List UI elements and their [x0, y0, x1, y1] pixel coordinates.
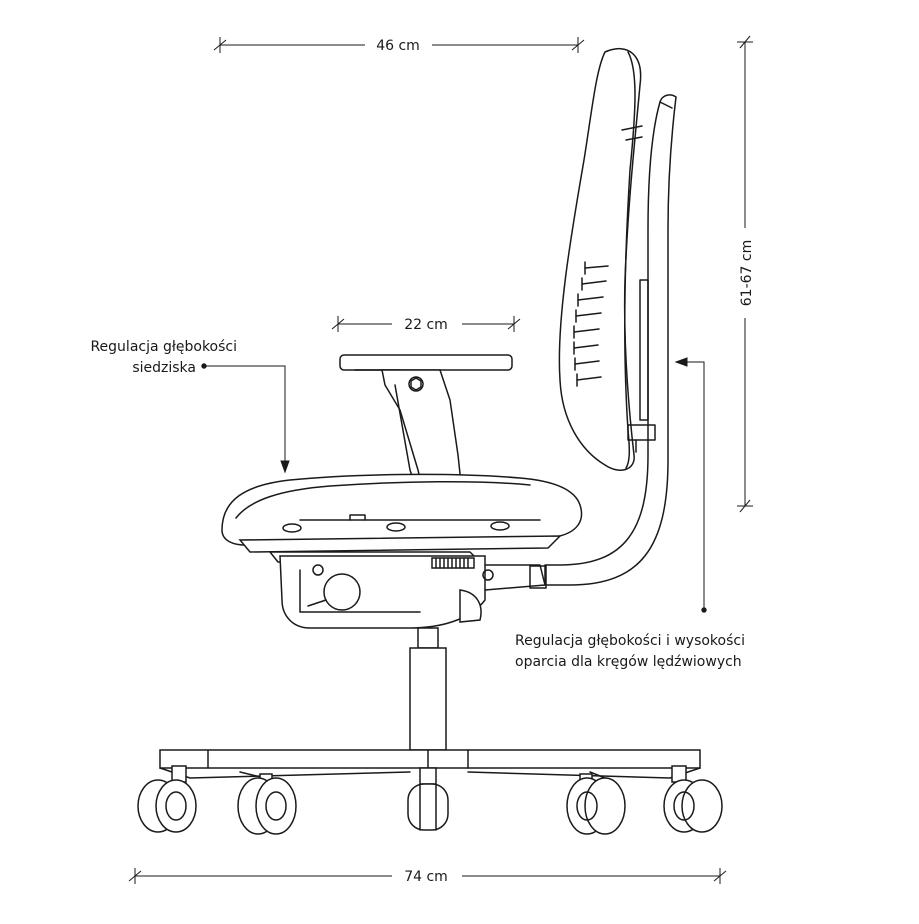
caster-left-inner [237, 773, 297, 835]
caster-center [407, 767, 449, 831]
dimension-label-backrest-depth: 46 cm [376, 38, 420, 54]
annotation-seat-depth: Regulacja głębokości siedziska [90, 339, 290, 474]
annotation-lumbar: Regulacja głębokości i wysokości oparcia… [515, 357, 745, 670]
lumbar-adjuster [639, 279, 649, 421]
annotation-lumbar-line1: Regulacja głębokości i wysokości [515, 633, 745, 649]
annotation-lumbar-line2: oparcia dla kręgów lędźwiowych [515, 654, 742, 670]
gas-lift-sleeve [417, 627, 439, 649]
gas-lift-cylinder [409, 647, 447, 751]
chair-base [159, 749, 701, 769]
backrest-frame [544, 94, 677, 586]
dimension-label-base-width: 74 cm [404, 869, 448, 885]
annotation-seat-depth-line1: Regulacja głębokości [90, 339, 237, 355]
dimension-backrest-height: 61-67 cm [737, 35, 755, 513]
dimension-armrest-length: 22 cm [331, 316, 521, 333]
lumbar-slats [573, 261, 609, 387]
height-knob [323, 573, 361, 611]
chair-line-art [137, 47, 723, 835]
dimension-label-backrest-height: 61-67 cm [739, 240, 755, 306]
seat-plate [238, 535, 562, 553]
caster-right [663, 765, 723, 833]
dimension-base-width: 74 cm [128, 868, 727, 885]
tension-dial [431, 557, 475, 569]
caster-right-inner [566, 773, 626, 835]
caster-left [137, 765, 197, 833]
annotation-seat-depth-line2: siedziska [132, 360, 196, 376]
tilt-gear [459, 589, 482, 623]
backrest-shell [558, 47, 642, 471]
armrest-pad [339, 354, 513, 371]
dimension-backrest-depth: 46 cm [213, 37, 585, 54]
dimension-label-armrest-length: 22 cm [404, 317, 448, 333]
